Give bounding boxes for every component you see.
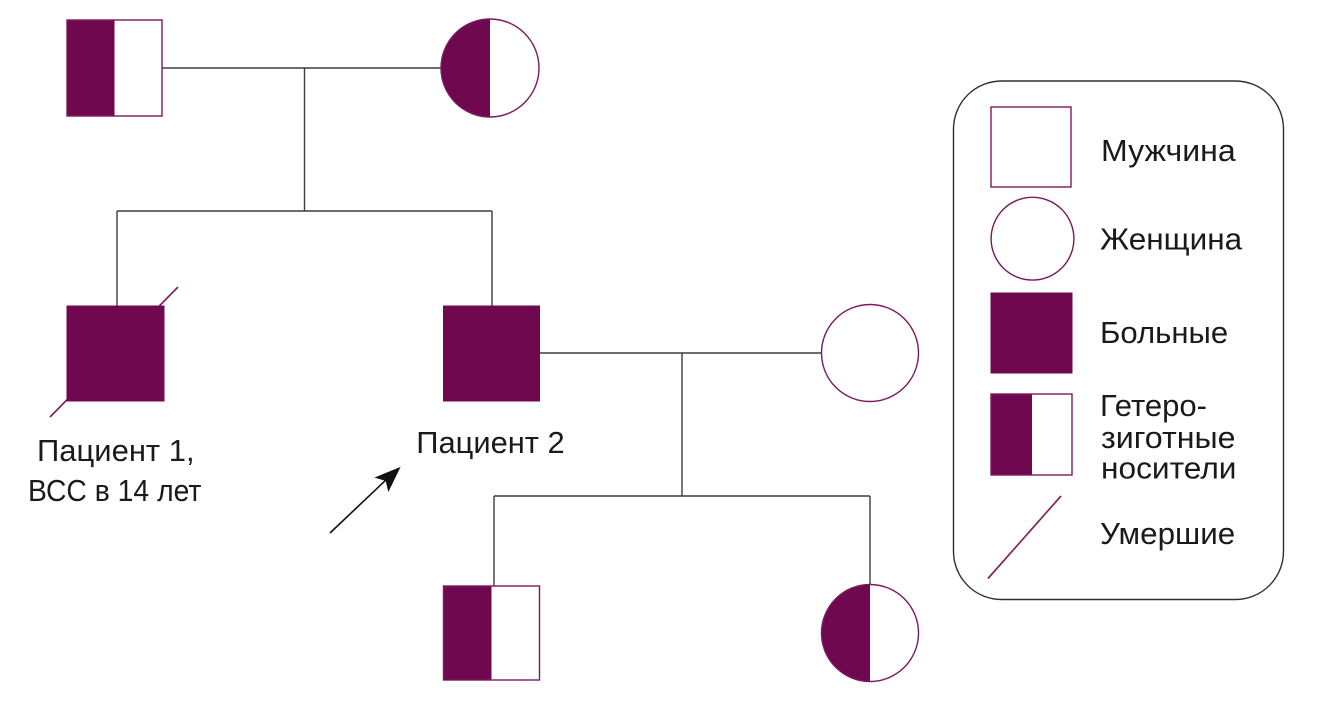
- svg-text:Гетеро-: Гетеро-: [1100, 388, 1207, 423]
- svg-text:Умершие: Умершие: [1100, 516, 1235, 551]
- svg-text:Больные: Больные: [1100, 315, 1228, 350]
- svg-text:Женщина: Женщина: [1100, 222, 1243, 257]
- svg-text:Пациент 2: Пациент 2: [416, 425, 564, 460]
- svg-text:Мужчина: Мужчина: [1101, 133, 1236, 168]
- svg-text:носители: носители: [1101, 451, 1237, 486]
- svg-text:зиготные: зиготные: [1101, 420, 1236, 455]
- svg-text:ВСС в 14 лет: ВСС в 14 лет: [28, 473, 201, 508]
- svg-text:Пациент 1,: Пациент 1,: [37, 433, 195, 468]
